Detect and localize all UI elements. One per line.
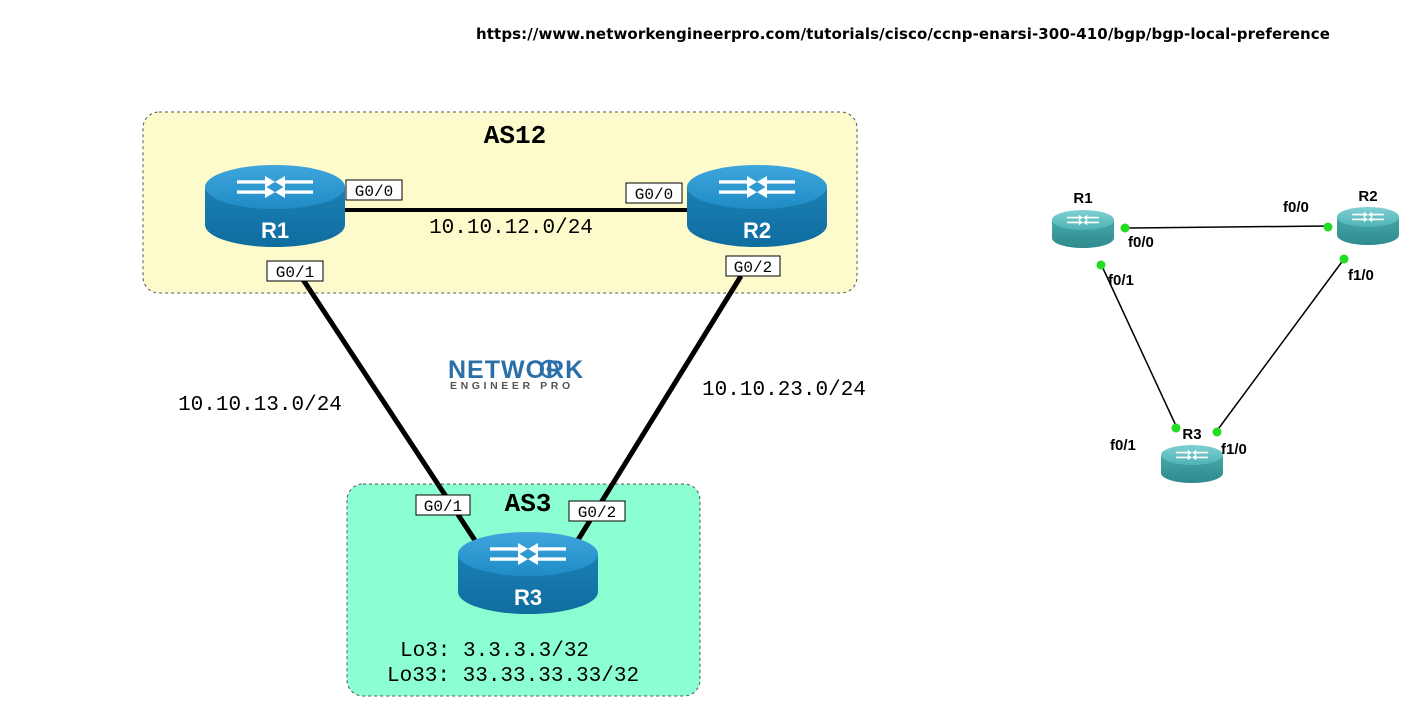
gns3-iface-r1-f01: f0/1 — [1108, 272, 1134, 289]
svg-text:G0/1: G0/1 — [424, 498, 462, 516]
svg-text:ENGINEER PRO: ENGINEER PRO — [450, 380, 574, 392]
gns3-link-dot — [1120, 223, 1130, 233]
source-url[interactable]: https://www.networkengineerpro.com/tutor… — [476, 25, 1331, 43]
logo-gear-icon — [539, 359, 559, 379]
gns3-iface-r3-f10: f1/0 — [1221, 441, 1247, 458]
gns3-router-r3[interactable] — [1161, 445, 1223, 483]
gns3-iface-r2-f00: f0/0 — [1283, 199, 1309, 216]
as3-label: AS3 — [505, 489, 552, 519]
gns3-link-dot — [1212, 427, 1222, 437]
gns3-r3-label: R3 — [1182, 426, 1201, 443]
gns3-link-dot — [1096, 260, 1106, 270]
gns3-router-r2[interactable] — [1337, 207, 1399, 245]
router-r3[interactable]: R3 — [458, 532, 598, 614]
subnet-r2-r3: 10.10.23.0/24 — [702, 379, 866, 402]
svg-text:G0/1: G0/1 — [276, 264, 314, 282]
router-r1-label: R1 — [261, 218, 289, 243]
svg-text:NETWORK: NETWORK — [448, 356, 584, 384]
gns3-iface-r1-f00: f0/0 — [1128, 234, 1154, 251]
gns3-iface-r2-f10: f1/0 — [1348, 267, 1374, 284]
svg-text:G0/0: G0/0 — [355, 183, 393, 201]
subnet-r1-r3: 10.10.13.0/24 — [178, 394, 342, 417]
gns3-router-r1[interactable] — [1052, 210, 1114, 248]
iface-r3-g01: G0/1 — [415, 494, 471, 516]
gns3-iface-r3-f01: f0/1 — [1110, 437, 1136, 454]
svg-text:G0/2: G0/2 — [578, 504, 616, 522]
loopback-lo33: Lo33: 33.33.33.33/32 — [387, 665, 639, 688]
gns3-link-r1-r2 — [1124, 225, 1329, 229]
iface-r1-g00: G0/0 — [345, 179, 403, 201]
router-r2[interactable]: R2 — [687, 165, 827, 247]
router-r2-label: R2 — [743, 218, 771, 243]
gns3-r1-label: R1 — [1073, 190, 1092, 207]
iface-r2-g02: G0/2 — [725, 255, 781, 277]
as12-box — [142, 111, 858, 294]
subnet-r1-r2: 10.10.12.0/24 — [429, 217, 593, 240]
gns3-link-dot — [1339, 254, 1349, 264]
as12-label: AS12 — [484, 121, 546, 151]
iface-r1-g01: G0/1 — [266, 260, 324, 282]
gns3-link-r2-r3 — [1215, 258, 1345, 433]
iface-r2-g00: G0/0 — [625, 182, 683, 204]
gns3-link-dot — [1323, 222, 1333, 232]
iface-r3-g02: G0/2 — [568, 500, 626, 522]
gns3-r2-label: R2 — [1358, 188, 1377, 205]
svg-text:G0/0: G0/0 — [635, 186, 673, 204]
loopback-lo3: Lo3: 3.3.3.3/32 — [400, 640, 589, 663]
gns3-link-r1-r3 — [1100, 263, 1178, 429]
router-r1[interactable]: R1 — [205, 165, 345, 247]
router-r3-label: R3 — [514, 585, 542, 610]
svg-text:G0/2: G0/2 — [734, 259, 772, 277]
gns3-link-dot — [1171, 423, 1181, 433]
network-engineer-pro-logo: NETWORK ENGINEER PRO — [448, 356, 584, 392]
